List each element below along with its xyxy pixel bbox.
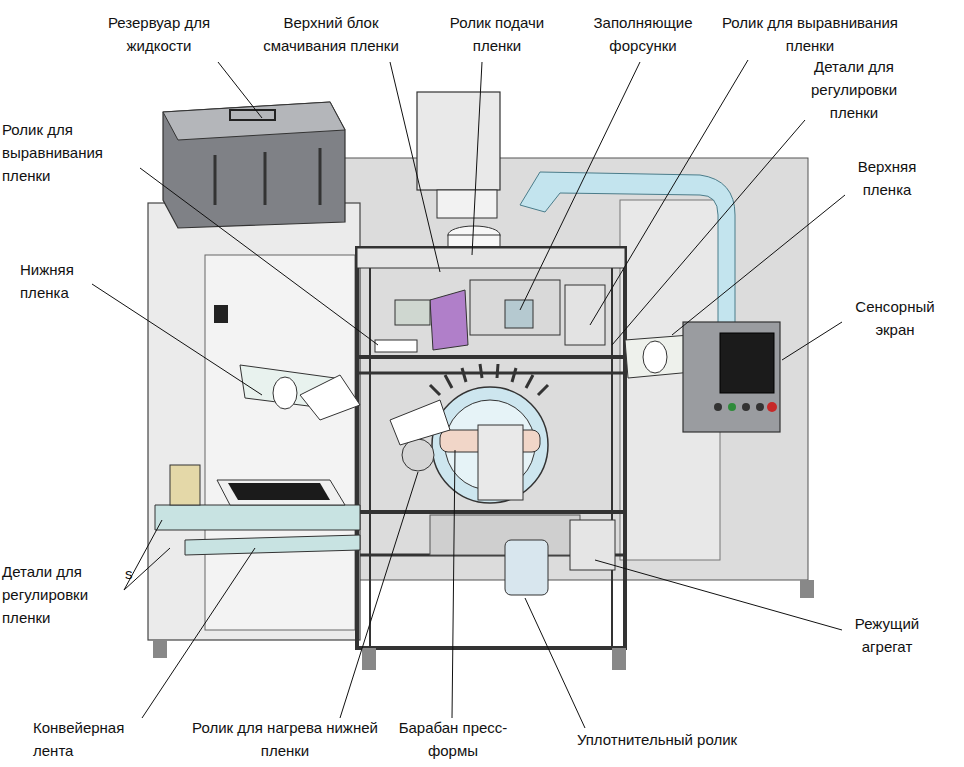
drum-disc bbox=[432, 387, 548, 503]
plate-sign bbox=[214, 305, 228, 323]
conveyor-belt bbox=[155, 505, 360, 530]
frame-post bbox=[611, 268, 613, 648]
tank-handle bbox=[230, 110, 275, 120]
part-label: Детали для регулировки пленки bbox=[795, 55, 913, 124]
film-sheet bbox=[390, 400, 450, 445]
roll-end bbox=[273, 377, 297, 409]
leader-line bbox=[472, 62, 482, 255]
foot bbox=[362, 648, 376, 670]
leader-line bbox=[340, 472, 418, 718]
nozzle-block bbox=[470, 280, 560, 335]
film-rolls bbox=[240, 335, 692, 471]
frame-top bbox=[357, 248, 625, 268]
tray-mesh bbox=[228, 483, 330, 500]
leader-line bbox=[140, 168, 378, 345]
adjust-part bbox=[565, 285, 605, 345]
frame-post bbox=[369, 268, 371, 648]
back-panel bbox=[330, 158, 808, 580]
button bbox=[728, 403, 736, 411]
foot bbox=[153, 640, 167, 658]
frame-bar bbox=[357, 372, 625, 375]
left-cabinet bbox=[148, 203, 360, 640]
leader-line bbox=[520, 62, 640, 310]
touch-screen bbox=[683, 322, 780, 432]
drum-fins bbox=[430, 364, 548, 395]
lower-film-sheet bbox=[300, 375, 360, 420]
lower-parts bbox=[430, 515, 615, 595]
tank-rib bbox=[319, 148, 322, 205]
part-label: Ролик подачи пленки bbox=[432, 11, 562, 57]
conveyor-rail bbox=[185, 535, 360, 555]
liquid-tank bbox=[163, 102, 345, 228]
part-label: Верхняя пленка bbox=[842, 155, 932, 201]
screen-display bbox=[720, 333, 774, 393]
left-cabinet-panel bbox=[148, 203, 360, 640]
part-label: Конвейерная лента bbox=[33, 716, 153, 762]
nozzle bbox=[505, 300, 533, 328]
purple-block bbox=[430, 290, 468, 350]
part-label: Барабан пресс-формы bbox=[392, 716, 514, 762]
part-label: Нижняя пленка bbox=[20, 258, 100, 304]
button bbox=[756, 403, 764, 411]
control-box bbox=[437, 190, 497, 218]
wetting-part bbox=[395, 300, 430, 325]
part-label: s bbox=[125, 562, 137, 585]
mould-drum bbox=[430, 364, 548, 503]
frame-bar bbox=[357, 510, 625, 514]
part-label: Ролик для нагрева нижней пленки bbox=[190, 716, 380, 762]
part-label: Уплотнительный ролик bbox=[552, 728, 762, 751]
leader-line bbox=[124, 520, 162, 590]
leader-line bbox=[124, 548, 170, 590]
tank-body bbox=[163, 102, 345, 228]
back-panel-plate bbox=[330, 158, 808, 580]
part-label: Сенсорный экран bbox=[840, 295, 950, 341]
screen-housing bbox=[683, 322, 780, 432]
stop-button bbox=[767, 402, 777, 412]
holes-plate bbox=[375, 340, 417, 352]
tank-rib bbox=[264, 152, 267, 205]
leader-lines bbox=[92, 60, 845, 728]
foot bbox=[612, 648, 626, 670]
leader-line bbox=[595, 560, 842, 630]
part-label: Режущий агрегат bbox=[842, 612, 932, 658]
roll-end bbox=[643, 341, 667, 373]
leader-line bbox=[612, 120, 805, 345]
part-label: Заполняющие форсунки bbox=[578, 11, 708, 57]
frame-bar bbox=[357, 355, 625, 359]
part-label: Ролик для выравнивания пленки bbox=[710, 11, 910, 57]
cutting-unit bbox=[570, 520, 615, 570]
leader-line bbox=[525, 598, 585, 728]
leader-line bbox=[452, 450, 455, 718]
leader-line bbox=[782, 322, 842, 360]
leader-line bbox=[672, 195, 845, 335]
tank-rib bbox=[214, 155, 217, 205]
leader-line bbox=[92, 284, 262, 395]
button bbox=[742, 403, 750, 411]
part-label: Верхний блок смачивания пленки bbox=[258, 11, 404, 57]
upper-tank-body bbox=[417, 92, 500, 190]
heating-roller bbox=[402, 439, 434, 471]
drum-bracket bbox=[478, 425, 523, 500]
foot bbox=[800, 580, 814, 598]
leader-line bbox=[390, 62, 440, 272]
part-label: Ролик для выравнивания пленки bbox=[2, 118, 142, 187]
part-label: Детали для регулировки пленки bbox=[2, 560, 122, 629]
frame-outer bbox=[357, 248, 625, 648]
tray-frame bbox=[217, 480, 345, 505]
upper-film-roll bbox=[625, 335, 692, 378]
cylinder bbox=[505, 540, 548, 595]
adjust-part bbox=[170, 465, 200, 505]
button bbox=[714, 403, 722, 411]
conveyor bbox=[155, 465, 360, 555]
leader-line bbox=[218, 62, 262, 118]
part-label: Резервуар для жидкости bbox=[98, 11, 220, 57]
main-frame bbox=[357, 248, 625, 648]
leader-line bbox=[142, 548, 255, 718]
leader-line bbox=[590, 60, 748, 325]
upper-wetting-unit bbox=[375, 280, 605, 352]
